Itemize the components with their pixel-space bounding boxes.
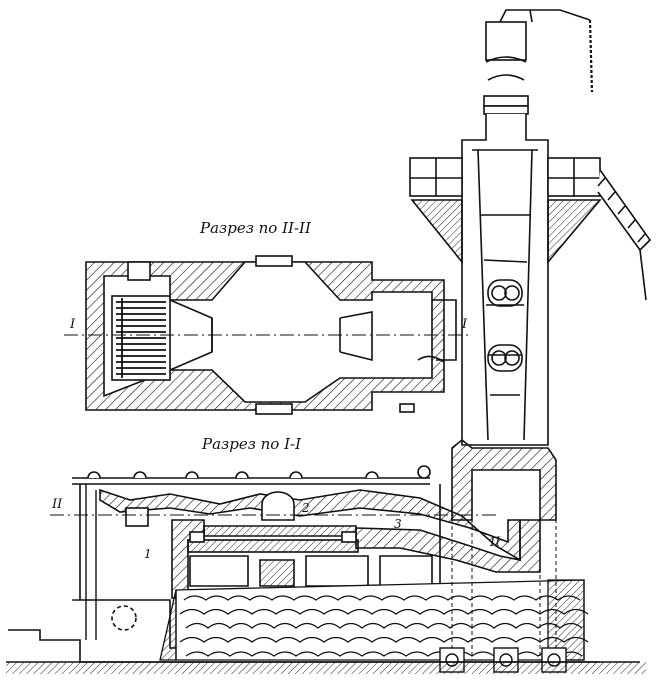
- grate-bars: [116, 298, 166, 378]
- chimney-cap: [485, 21, 527, 61]
- ground-hatch: [6, 662, 646, 674]
- frame-posts: [72, 484, 97, 640]
- chimney-base-collar: [451, 438, 557, 521]
- stack-peephole-upper: [487, 279, 523, 307]
- chimney-platform: [409, 157, 652, 301]
- elevation-section: [72, 465, 541, 649]
- plan-section: [85, 255, 457, 415]
- section-caption-I-I: Разрез по I-I: [201, 435, 302, 453]
- cut-mark-left-II: II: [51, 497, 63, 512]
- cut-mark-left-I: I: [69, 317, 76, 332]
- chimney: [461, 9, 594, 446]
- damper-chain: [588, 19, 594, 93]
- zone-label-2: 2: [301, 501, 310, 515]
- anchor-bolts: [451, 470, 557, 660]
- rubble-foundation: [159, 579, 589, 661]
- zone-label-3: 3: [394, 517, 402, 531]
- cut-mark-right-I: I: [461, 317, 468, 332]
- cut-mark-right-II: II: [489, 535, 501, 550]
- section-caption-II-II: Разрез по II-II: [199, 219, 312, 237]
- stack-peephole-lower: [487, 344, 523, 372]
- zone-label-1: 1: [144, 547, 152, 561]
- damper-lever: [499, 9, 591, 23]
